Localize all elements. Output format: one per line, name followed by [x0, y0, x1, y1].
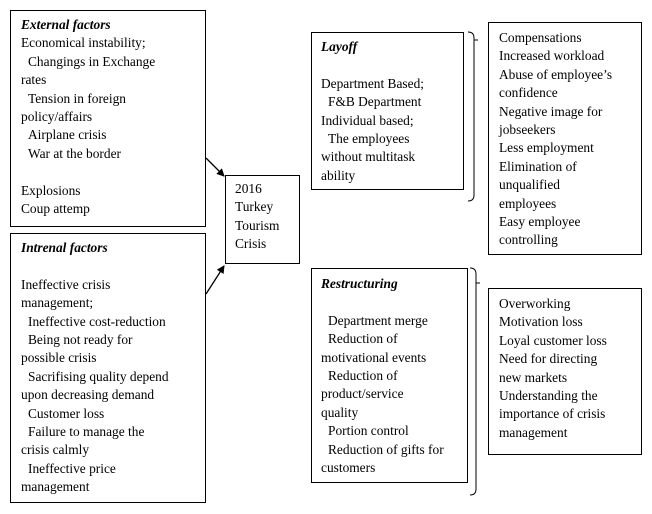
- list-item: policy/affairs: [21, 109, 93, 125]
- list-item: employees: [499, 195, 557, 211]
- list-item: Ineffective cost-reduction: [28, 313, 166, 329]
- list-item: 2016: [235, 181, 262, 196]
- list-item: confidence: [499, 85, 558, 101]
- list-item: Economical instability;: [21, 35, 146, 51]
- list-item: Reduction of: [328, 331, 398, 347]
- list-item: Portion control: [328, 423, 409, 439]
- layoff-title: Layoff: [321, 39, 358, 54]
- external-factors-title: External factors: [21, 17, 111, 32]
- list-item: F&B Department: [328, 94, 422, 110]
- list-item: Explosions: [21, 182, 81, 198]
- list-item: Coup attemp: [21, 201, 90, 217]
- list-item: The employees: [328, 131, 410, 147]
- list-item: Loyal customer loss: [499, 332, 607, 348]
- list-item: Compensations: [499, 30, 582, 45]
- list-item: Crisis: [235, 236, 267, 252]
- external-factors-box: External factors Economical instability;…: [10, 10, 206, 227]
- list-item: customers: [321, 460, 376, 476]
- list-item: Department merge: [328, 312, 428, 328]
- list-item: new markets: [499, 369, 568, 385]
- list-item: Sacrifising quality depend: [28, 368, 169, 384]
- arrow-internal-to-crisis: [205, 265, 225, 295]
- list-item: without multitask: [321, 149, 416, 165]
- list-item: Negative image for: [499, 103, 603, 119]
- list-item: Elimination of: [499, 158, 577, 174]
- list-item: management;: [21, 295, 94, 311]
- list-item: Reduction of: [328, 368, 398, 384]
- list-item: Tourism: [235, 217, 280, 233]
- internal-factors-list: Ineffective crisis management; Ineffective…: [21, 257, 205, 496]
- list-item: Abuse of employee’s: [499, 66, 613, 82]
- list-item: importance of crisis: [499, 406, 606, 422]
- list-item: jobseekers: [499, 122, 556, 138]
- list-item: upon decreasing demand: [21, 387, 155, 403]
- internal-factors-title: Intrenal factors: [21, 240, 108, 255]
- list-item: crisis calmly: [21, 442, 90, 458]
- list-item: Individual based;: [321, 112, 414, 128]
- list-item: possible crisis: [21, 350, 97, 366]
- list-item: controlling: [499, 232, 558, 248]
- list-item: Airplane crisis: [28, 127, 107, 143]
- list-item: Motivation loss: [499, 314, 583, 330]
- list-item: management: [21, 479, 90, 495]
- list-item: Increased workload: [499, 48, 605, 64]
- external-factors-list: Economical instability; Changings in Exch…: [21, 34, 205, 218]
- list-item: Being not ready for: [28, 332, 133, 348]
- list-item: Turkey: [235, 199, 274, 215]
- list-item: Ineffective price: [28, 460, 116, 476]
- list-item: rates: [21, 72, 47, 88]
- list-item: motivational events: [321, 349, 427, 365]
- list-item: Tension in foreign: [28, 90, 126, 106]
- arrow-external-to-crisis: [205, 157, 225, 177]
- list-item: Easy employee: [499, 214, 581, 230]
- list-item: Ineffective crisis: [21, 276, 111, 292]
- list-item: Less employment: [499, 140, 594, 156]
- layoff-brace: [467, 31, 475, 202]
- list-item: ability: [321, 167, 356, 183]
- list-item: management: [499, 424, 568, 440]
- list-item: product/service: [321, 386, 404, 402]
- list-item: Changings in Exchange: [28, 53, 156, 69]
- internal-factors-box: Intrenal factors Ineffective crisis manag…: [10, 233, 206, 503]
- list-item: unqualified: [499, 177, 560, 193]
- list-item: War at the border: [28, 145, 121, 161]
- list-item: Understanding the: [499, 388, 598, 404]
- list-item: Need for directing: [499, 351, 598, 367]
- list-item: Customer loss: [28, 405, 105, 421]
- list-item: quality: [321, 404, 359, 420]
- list-item: Reduction of gifts for: [328, 441, 444, 457]
- list-item: Overworking: [499, 296, 571, 311]
- restructuring-title: Restructuring: [321, 276, 398, 291]
- restructuring-brace: [469, 267, 477, 496]
- list-item: Failure to manage the: [28, 424, 145, 440]
- list-item: Department Based;: [321, 75, 424, 91]
